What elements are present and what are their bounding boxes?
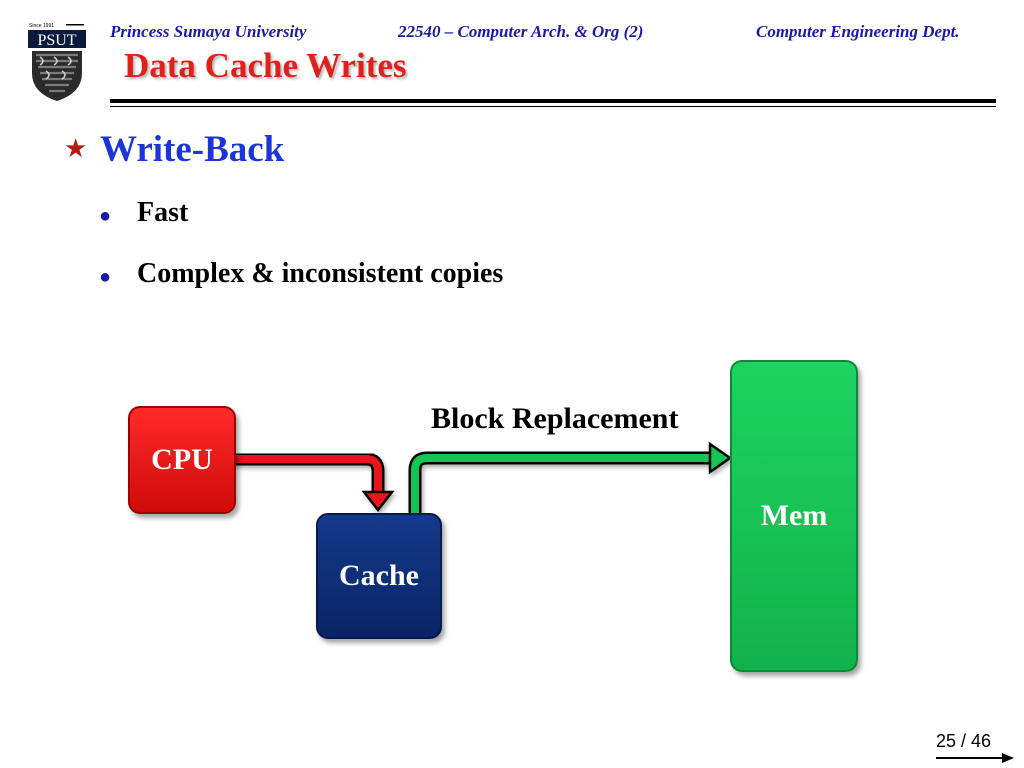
- cpu-label: CPU: [151, 443, 213, 476]
- cpu-box: CPU: [128, 406, 236, 514]
- slide-title: Data Cache Writes: [124, 46, 407, 85]
- bullet-dot-icon: ●: [99, 205, 112, 227]
- header-university: Princess Sumaya University: [110, 22, 307, 41]
- section-heading: Write-Back: [100, 129, 285, 170]
- bullet-item-complex: Complex & inconsistent copies: [137, 258, 504, 289]
- header-department: Computer Engineering Dept.: [756, 22, 960, 41]
- header-course: 22540 – Computer Arch. & Org (2): [398, 22, 644, 41]
- cache-to-mem-arrow: [408, 441, 733, 513]
- bullet-item-fast: Fast: [137, 197, 189, 228]
- university-logo: Since 1991 PSUT: [26, 21, 90, 105]
- page-number: 25 / 46: [936, 731, 992, 751]
- cpu-to-cache-arrow: [232, 452, 395, 513]
- cache-label: Cache: [339, 559, 419, 592]
- cache-box: Cache: [316, 513, 442, 639]
- header-rule-thick: [110, 99, 996, 103]
- next-slide-arrow-icon[interactable]: [936, 751, 1016, 765]
- memory-label: Mem: [760, 499, 828, 532]
- header-rule-thin: [110, 106, 996, 107]
- bullet-dot-icon: ●: [99, 266, 112, 288]
- star-bullet-icon: ★: [64, 134, 88, 163]
- block-replacement-label: Block Replacement: [431, 402, 679, 435]
- memory-box: Mem: [730, 360, 858, 672]
- logo-abbrev-text: PSUT: [37, 32, 76, 49]
- logo-since-text: Since 1991: [29, 23, 54, 29]
